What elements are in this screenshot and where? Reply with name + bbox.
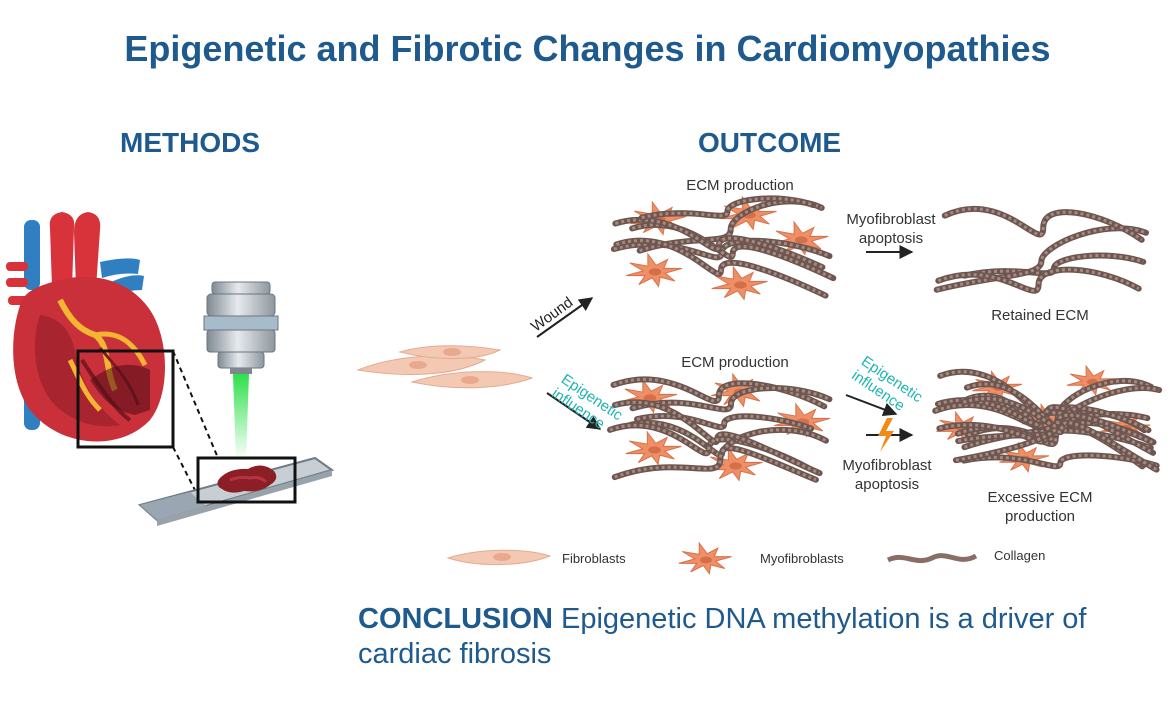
retained-ecm-label: Retained ECM <box>991 307 1089 324</box>
ecm-tissue-bottom <box>607 372 833 483</box>
microscope-slide <box>137 456 335 526</box>
legend-fibroblasts-label: Fibroblasts <box>562 551 626 566</box>
legend-myofibroblast-icon <box>678 541 732 575</box>
legend-collagen-icon <box>886 553 978 564</box>
legend-fibroblast-icon <box>446 549 552 566</box>
fibroblast-cluster <box>356 345 534 389</box>
page-title: Epigenetic and Fibrotic Changes in Cardi… <box>124 28 1051 69</box>
collagen-fiber <box>933 225 1149 293</box>
myofibroblast-apoptosis-bottom-label: Myofibroblast apoptosis <box>842 457 932 493</box>
epigenetic-arrow-left <box>546 392 602 430</box>
myofibroblast-apoptosis-top-label: Myofibroblast apoptosis <box>846 211 936 247</box>
ecm-production-bottom-label: ECM production <box>681 354 789 371</box>
legend-myofibroblasts-label: Myofibroblasts <box>760 551 844 566</box>
excessive-ecm-tissue <box>932 364 1163 474</box>
lightning-icon <box>878 418 894 452</box>
collagen-fiber <box>961 452 1160 470</box>
ecm-production-top-label: ECM production <box>686 177 794 194</box>
heart-illustration <box>6 212 165 442</box>
microscope-objective <box>203 281 279 460</box>
excessive-ecm-label: Excessive ECM production <box>987 489 1093 525</box>
methods-heading: METHODS <box>120 127 260 158</box>
conclusion: CONCLUSION Epigenetic DNA methylation is… <box>358 602 1148 672</box>
slide-zoom-box <box>196 456 297 504</box>
conclusion-text: Epigenetic DNA methylation is a driver o… <box>358 603 1087 670</box>
light-beam <box>233 374 249 460</box>
legend-collagen-label: Collagen <box>994 548 1046 563</box>
heart-zoom-box <box>76 349 175 449</box>
conclusion-label: CONCLUSION <box>358 603 553 635</box>
collagen-fiber <box>941 206 1145 243</box>
retained-ecm-tissue <box>933 206 1149 294</box>
outcome-heading: OUTCOME <box>698 127 842 158</box>
collagen-fiber <box>935 266 1142 294</box>
epigenetic-arrow-right <box>845 394 898 417</box>
wound-arrow <box>536 297 594 338</box>
ecm-tissue-top <box>610 195 837 301</box>
